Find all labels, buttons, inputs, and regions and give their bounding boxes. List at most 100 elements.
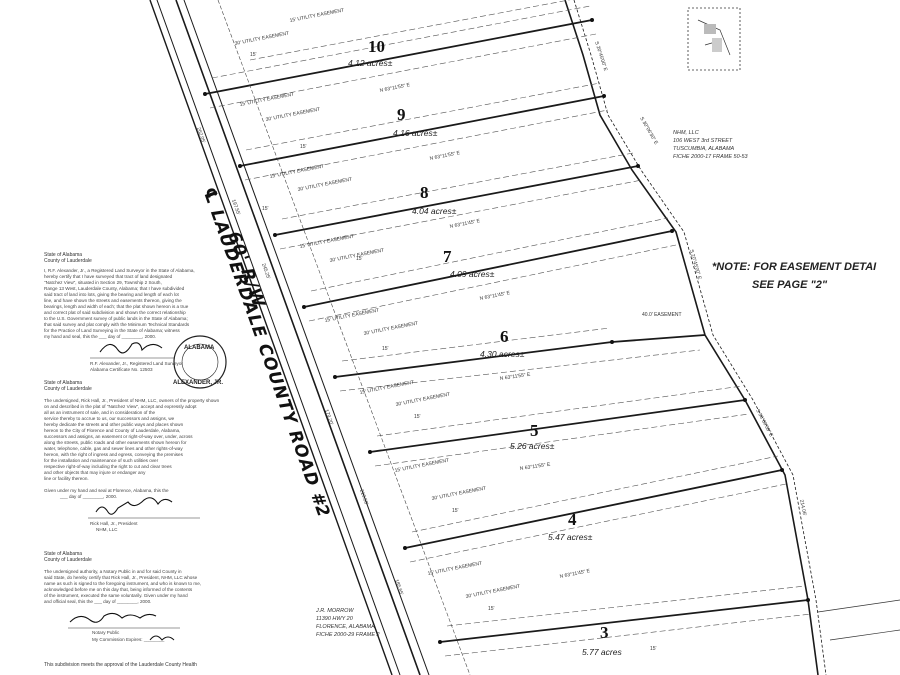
cert-line: acknowledged before me on this day that,…: [44, 587, 193, 592]
cert-line: said State, do hereby certify that Rick …: [44, 575, 198, 580]
owner-signature: [95, 497, 173, 515]
adjoiner-line: FLORENCE, ALABAMA: [316, 624, 375, 630]
distance: 262.05': [195, 127, 206, 144]
bearing: N 63°11'45" E: [559, 568, 591, 580]
cert-line: successors and assigns, an easement or r…: [44, 434, 193, 439]
adjacent-parcel: [817, 599, 900, 641]
cert-line: on and described in the plat of "Natchez…: [44, 404, 197, 409]
cert-line: respective right-of-way including the ri…: [44, 464, 172, 469]
easement-dim: 15': [262, 206, 269, 212]
cert-heading: County of Lauderdale: [44, 258, 92, 264]
bearing: S 20°45'00" E: [688, 249, 702, 281]
lot-acreage: 5.47 acres±: [548, 532, 593, 542]
easement-label-15: 15' UTILITY EASEMENT: [239, 92, 294, 108]
cert-line: bearings, length and width of each; that…: [44, 304, 189, 309]
cert-line: hereon to the City of Florence and Count…: [44, 428, 180, 433]
easement-label-30: 30' UTILITY EASEMENT: [465, 584, 520, 600]
cert-line: service thereby to accrue to us, our suc…: [44, 416, 175, 421]
cert-line: and official seal, this the ___ day of _…: [44, 599, 151, 604]
notary-date-scrawl: [149, 635, 175, 641]
inner-utility-line: [217, 0, 471, 675]
distance: 179.20': [323, 409, 334, 426]
notary-commission: My Commission Expires: ________: [92, 637, 165, 642]
owner-line: 106 WEST 3rd STREET: [673, 138, 733, 144]
lot-number: 3: [600, 623, 609, 642]
cert-line: along the streets, public roads and othe…: [44, 440, 187, 445]
cert-line: and other objects that may injure or end…: [44, 470, 146, 475]
distance: 219.50': [358, 489, 369, 506]
cert-line: Range 13 West, Lauderdale County, Alabam…: [44, 286, 185, 291]
bearing: S 30°06'30" E: [638, 116, 659, 146]
lot-number: 5: [530, 421, 539, 440]
adjoiner-line: J.R. MORROW: [315, 608, 354, 614]
easement-label-30: 30' UTILITY EASEMENT: [431, 486, 486, 502]
easement-label-30: 30' UTILITY EASEMENT: [265, 107, 320, 123]
county-road: [149, 0, 430, 675]
lot-lines: [204, 19, 809, 643]
lot-acreage: 4.30 acres±: [480, 349, 525, 359]
easement-label-15: 15' UTILITY EASEMENT: [324, 308, 379, 324]
seal-top: ALABAMA: [184, 345, 215, 351]
notary-signature: [69, 612, 157, 623]
easement-dim: 15': [250, 52, 257, 58]
owner-sig-label: Rick Hall, Jr., President: [90, 521, 138, 526]
easement-label-15: 15' UTILITY EASEMENT: [394, 458, 449, 474]
bearing: N 63°11'45" E: [479, 290, 511, 302]
easement-label-40: 40.0' EASEMENT: [642, 312, 682, 318]
adjoiner-block: J.R. MORROW 11390 HWY 20 FLORENCE, ALABA…: [315, 608, 380, 638]
cert-line: my hand and seal, this the ___ day of __…: [44, 334, 156, 339]
easement-dim: 15': [300, 144, 307, 150]
owner-line: FICHE 2000-17 FRAME 50-53: [673, 154, 749, 160]
cert-line: of the instrument, executed the same vol…: [44, 593, 188, 598]
owner-witness: Given under my hand and seal at Florence…: [44, 488, 169, 493]
bearing: N 63°11'55" E: [379, 82, 411, 94]
distance: 197.55': [230, 199, 241, 216]
lot-labels: 10 4.12 acres± 9 4.16 acres± 8 4.04 acre…: [348, 37, 622, 657]
lot-acreage: 4.12 acres±: [348, 58, 393, 68]
cert-line: "Natchez View", situated in Section 29, …: [44, 280, 162, 285]
owner-line: TUSCUMBIA, ALABAMA: [673, 146, 735, 152]
surveyor-seal: ALABAMA ALEXANDER, JR.: [173, 335, 227, 389]
lot-acreage: 5.26 acres±: [510, 441, 555, 451]
lot-number: 4: [568, 510, 577, 529]
cert-heading: State of Alabama: [44, 551, 82, 557]
bearing: N 63°11'55" E: [519, 462, 551, 472]
cert-line: name as such is signed to the foregoing …: [44, 581, 201, 586]
cert-line: line or facility thereon.: [44, 476, 89, 481]
lot-acreage: 4.16 acres±: [393, 128, 438, 138]
bearing: N 63°11'45" E: [449, 218, 481, 230]
subdivision-approval: This subdivision meets the approval of t…: [44, 662, 197, 668]
owner-certificate: State of Alabama County of Lauderdale Th…: [44, 380, 220, 532]
owner-date: ___ day of ________, 2000.: [59, 494, 117, 499]
bearing: N 63°11'55" E: [429, 150, 461, 162]
bearing: S 20°45'00" E: [593, 41, 608, 73]
owner-sig-company: NHM, LLC: [96, 527, 118, 532]
cert-line: line, and have shown the streets and eas…: [44, 298, 182, 303]
surveyor-sig-label: R.F. Alexander, Jr., Registered Land Sur…: [90, 361, 183, 366]
cert-line: and correct plat of said subdivision and…: [44, 310, 186, 315]
easement-label-30: 30' UTILITY EASEMENT: [297, 177, 352, 193]
cert-line: water, telephone, cable, gas and sewer l…: [44, 446, 183, 451]
road-name: ℄ LAUDERDALE COUNTY ROAD #2: [198, 185, 333, 520]
notary-certificate: State of Alabama County of Lauderdale Th…: [44, 551, 201, 668]
cert-line: all as an instrument of sale, and in con…: [44, 410, 156, 415]
lot-acreage: 4.09 acres±: [450, 269, 495, 279]
adjoiner-line: FICHE 2000-29 FRAME 2: [316, 632, 380, 638]
lot-number: 10: [368, 37, 385, 56]
easement-label-15: 15' UTILITY EASEMENT: [289, 8, 344, 24]
cert-line: hereon, with the right of ingress and eg…: [44, 452, 184, 457]
notary-label: Notary Public: [92, 630, 120, 635]
cert-line: The undersigned, Rick Hall, Jr., Preside…: [44, 398, 220, 403]
cert-heading: County of Lauderdale: [44, 557, 92, 563]
surveyor-signature: [99, 342, 163, 354]
cert-line: I, R.F. Alexander, Jr., a Registered Lan…: [44, 268, 195, 273]
cert-line: said tract of land into lots, giving the…: [44, 292, 180, 297]
cert-line: that said survey and plat comply with th…: [44, 322, 190, 327]
lot-acreage: 4.04 acres±: [412, 206, 457, 216]
cert-line: hereby certify that I have surveyed that…: [44, 274, 173, 279]
cert-line: The undersigned authority, a Notary Publ…: [44, 569, 182, 574]
owner-block: NHM, LLC 106 WEST 3rd STREET TUSCUMBIA, …: [673, 130, 749, 160]
vicinity-sketch: [687, 7, 741, 71]
lot-number: 6: [500, 327, 509, 346]
